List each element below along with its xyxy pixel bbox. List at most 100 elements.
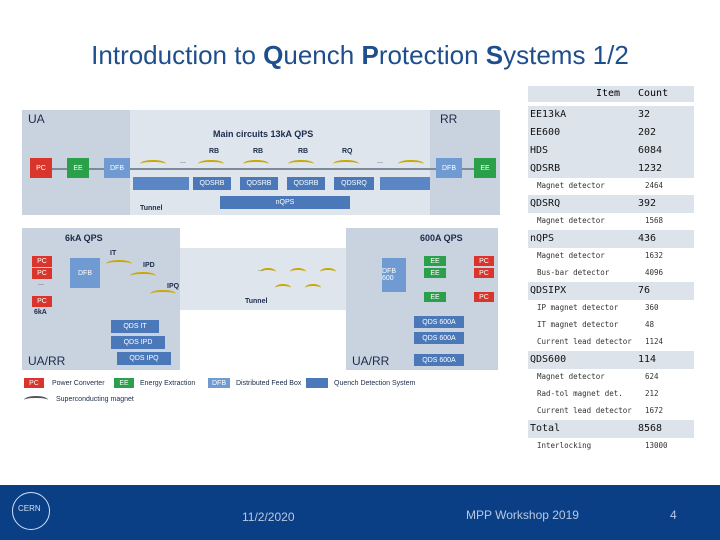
row-item: IT magnet detector — [537, 320, 619, 329]
row-count: 6084 — [638, 145, 663, 156]
magnet-coil-icon — [150, 290, 176, 298]
row-count: 1232 — [638, 163, 663, 174]
qds-bar — [380, 177, 430, 190]
power-converter: PC — [474, 256, 494, 266]
table-header: Item Count — [528, 86, 694, 102]
qds-600a-box: QDS 600A — [414, 354, 464, 366]
rq-label: RQ — [342, 148, 353, 155]
energy-extraction: EE — [424, 256, 446, 266]
title-text: Introduction to — [91, 40, 264, 70]
row-item: Total — [530, 423, 561, 434]
ipd-label: IPD — [143, 262, 155, 269]
footer-bar: 11/2/2020 MPP Workshop 2019 4 — [0, 485, 720, 540]
row-item: EE13kA — [530, 109, 567, 120]
ellipsis: ... — [180, 158, 186, 165]
magnet-coil-icon — [24, 396, 48, 404]
table-row: HDS 6084 — [528, 142, 694, 160]
qds-box: QDSRQ — [334, 177, 374, 190]
nqps-box: nQPS — [220, 196, 350, 209]
row-item: QDSRB — [530, 163, 561, 174]
slide-title: Introduction to Quench Protection System… — [0, 40, 720, 71]
row-count: 48 — [645, 320, 655, 329]
power-converter: PC — [32, 256, 52, 267]
magnet-coil-icon — [320, 268, 336, 276]
ua-rr-label-right: UA/RR — [352, 354, 390, 368]
magnet-coil-icon — [140, 160, 166, 168]
qds-box: QDSRB — [240, 177, 278, 190]
header-item: Item — [596, 88, 621, 99]
legend-dfb-text: Distributed Feed Box — [236, 380, 302, 387]
legend-ee-swatch: EE — [114, 378, 134, 388]
row-count: 202 — [638, 127, 657, 138]
it-label: IT — [110, 250, 117, 257]
row-count: 624 — [645, 372, 659, 381]
ellipsis: ... — [38, 280, 44, 287]
row-count: 2464 — [645, 181, 664, 190]
tunnel-section — [180, 248, 346, 310]
6ka-label: 6kA — [34, 309, 47, 316]
row-count: 1672 — [645, 406, 664, 415]
header-count: Count — [638, 88, 669, 99]
title-text: ystems 1/2 — [503, 40, 629, 70]
magnet-coil-icon — [243, 160, 269, 168]
rb-label: RB — [253, 148, 264, 155]
power-converter: PC — [474, 292, 494, 302]
tunnel-label: Tunnel — [140, 205, 163, 212]
energy-extraction-right: EE — [474, 158, 496, 178]
row-item: Bus-bar detector — [537, 268, 610, 277]
footer-event: MPP Workshop 2019 — [466, 508, 579, 522]
title-letter-p: P — [361, 40, 379, 70]
table-row: QDS600 114 — [528, 351, 694, 369]
magnet-coil-icon — [305, 284, 321, 292]
row-count: 1124 — [645, 337, 664, 346]
row-count: 392 — [638, 198, 657, 209]
tunnel-label: Tunnel — [245, 298, 268, 305]
row-count: 13000 — [645, 441, 668, 450]
qds-it-box: QDS IT — [111, 320, 159, 333]
legend-pc-text: Power Converter — [52, 380, 105, 387]
legend-pc-swatch: PC — [24, 378, 44, 388]
power-converter: PC — [32, 268, 52, 279]
qds-box: QDSRB — [193, 177, 231, 190]
qds-box: QDSRB — [287, 177, 325, 190]
row-item: QDS600 — [530, 354, 567, 365]
row-item: EE600 — [530, 127, 561, 138]
logo-text: CERN — [18, 504, 41, 513]
ua-rr-panel-right — [346, 228, 498, 370]
title-letter-s: S — [485, 40, 504, 70]
legend-qds-swatch — [306, 378, 328, 388]
row-count: 1568 — [645, 216, 664, 225]
row-item: HDS — [530, 145, 549, 156]
feed-box-right: DFB — [436, 158, 462, 178]
table-row: EE600 202 — [528, 124, 694, 142]
row-item: Magnet detector — [537, 372, 605, 381]
magnet-coil-icon — [275, 284, 291, 292]
row-count: 114 — [638, 354, 657, 365]
row-count: 436 — [638, 233, 657, 244]
rb-label: RB — [298, 148, 309, 155]
table-row: Bus-bar detector 4096 — [528, 265, 694, 282]
table-row: Rad-tol magnet det.212 — [528, 386, 694, 403]
power-converter: PC — [32, 296, 52, 307]
legend-magnet-text: Superconducting magnet — [56, 396, 134, 403]
energy-extraction: EE — [424, 292, 446, 302]
row-count: 212 — [645, 389, 659, 398]
magnet-coil-icon — [260, 268, 276, 276]
6ka-qps-heading: 6kA QPS — [65, 233, 103, 243]
table-row: Magnet detector 624 — [528, 369, 694, 386]
row-count: 360 — [645, 303, 659, 312]
row-item: Current lead detector — [537, 406, 632, 415]
feed-box-600: DFB 600 — [382, 258, 406, 292]
row-count: 8568 — [638, 423, 663, 434]
row-item: Magnet detector — [537, 251, 605, 260]
row-count: 4096 — [645, 268, 664, 277]
